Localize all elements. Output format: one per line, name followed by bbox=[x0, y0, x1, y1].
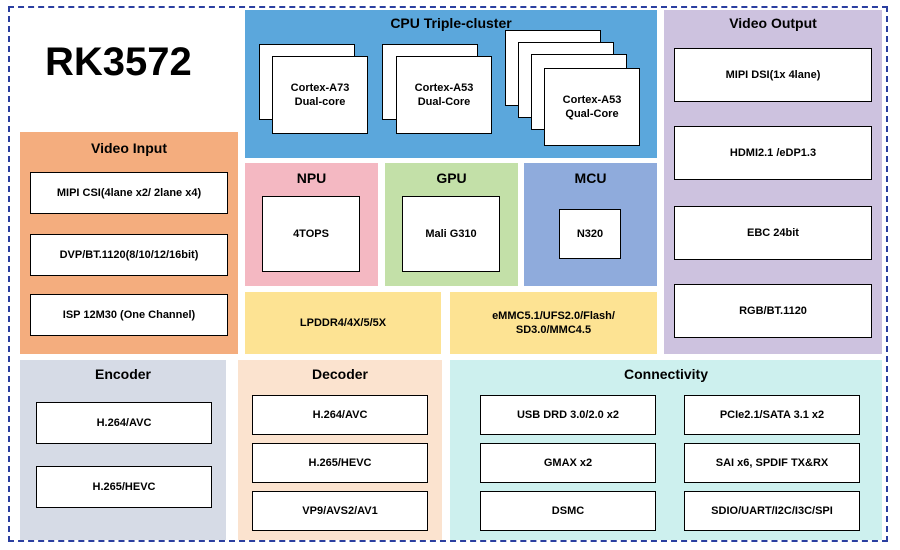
decoder-title: Decoder bbox=[311, 366, 369, 382]
gpu-value: Mali G310 bbox=[402, 196, 500, 272]
cpu-core-name: Cortex-A53 bbox=[562, 94, 622, 106]
connectivity-item: SAI x6, SPDIF TX&RX bbox=[684, 443, 860, 483]
cpu-core-name: Cortex-A73 bbox=[290, 82, 350, 94]
gpu-title: GPU bbox=[436, 170, 467, 186]
cpu-core-config: Qual-Core bbox=[565, 108, 619, 120]
video-output-item: HDMI2.1 /eDP1.3 bbox=[674, 126, 872, 180]
cpu-core-a53-dual: Cortex-A53 Dual-Core bbox=[396, 56, 492, 134]
memory-storage-block: eMMC5.1/UFS2.0/Flash/ SD3.0/MMC4.5 bbox=[450, 292, 657, 354]
mcu-value: N320 bbox=[559, 209, 621, 259]
connectivity-item: USB DRD 3.0/2.0 x2 bbox=[480, 395, 656, 435]
memory-storage-line: eMMC5.1/UFS2.0/Flash/ bbox=[492, 310, 615, 322]
npu-title: NPU bbox=[296, 170, 327, 186]
video-output-title: Video Output bbox=[729, 15, 817, 31]
video-output-item: MIPI DSI(1x 4lane) bbox=[674, 48, 872, 102]
decoder-item: H.265/HEVC bbox=[252, 443, 428, 483]
connectivity-title: Connectivity bbox=[623, 366, 708, 382]
cpu-core-config: Dual-core bbox=[294, 96, 346, 108]
video-output-block: Video Output MIPI DSI(1x 4lane) HDMI2.1 … bbox=[664, 10, 882, 354]
diagram-frame bbox=[8, 6, 888, 542]
decoder-item: VP9/AVS2/AV1 bbox=[252, 491, 428, 531]
mcu-block: MCU N320 bbox=[524, 163, 657, 286]
video-input-block: Video Input MIPI CSI(4lane x2/ 2lane x4)… bbox=[20, 132, 238, 354]
connectivity-item: GMAX x2 bbox=[480, 443, 656, 483]
cpu-core-config: Dual-Core bbox=[417, 96, 471, 108]
connectivity-item: SDIO/UART/I2C/I3C/SPI bbox=[684, 491, 860, 531]
encoder-title: Encoder bbox=[94, 366, 151, 382]
cpu-core-name: Cortex-A53 bbox=[414, 82, 474, 94]
memory-ram-block: LPDDR4/4X/5/5X bbox=[245, 292, 441, 354]
video-input-item: ISP 12M30 (One Channel) bbox=[30, 294, 228, 336]
cpu-title: CPU Triple-cluster bbox=[390, 15, 512, 31]
memory-storage-line: SD3.0/MMC4.5 bbox=[515, 324, 592, 336]
mcu-title: MCU bbox=[574, 170, 607, 186]
connectivity-block: Connectivity USB DRD 3.0/2.0 x2 GMAX x2 … bbox=[450, 360, 882, 540]
encoder-block: Encoder H.264/AVC H.265/HEVC bbox=[20, 360, 226, 540]
cpu-block: CPU Triple-cluster Cortex-A73 Dual-core … bbox=[245, 10, 657, 158]
cpu-core-a73: Cortex-A73 Dual-core bbox=[272, 56, 368, 134]
decoder-block: Decoder H.264/AVC H.265/HEVC VP9/AVS2/AV… bbox=[238, 360, 442, 540]
video-output-item: EBC 24bit bbox=[674, 206, 872, 260]
decoder-item: H.264/AVC bbox=[252, 395, 428, 435]
connectivity-item: PCIe2.1/SATA 3.1 x2 bbox=[684, 395, 860, 435]
connectivity-item: DSMC bbox=[480, 491, 656, 531]
chip-name: RK3572 bbox=[45, 40, 192, 84]
npu-value: 4TOPS bbox=[262, 196, 360, 272]
video-input-item: DVP/BT.1120(8/10/12/16bit) bbox=[30, 234, 228, 276]
encoder-item: H.264/AVC bbox=[36, 402, 212, 444]
cpu-core-a53-quad: Cortex-A53 Qual-Core bbox=[544, 68, 640, 146]
video-input-item: MIPI CSI(4lane x2/ 2lane x4) bbox=[30, 172, 228, 214]
encoder-item: H.265/HEVC bbox=[36, 466, 212, 508]
gpu-block: GPU Mali G310 bbox=[385, 163, 518, 286]
video-output-item: RGB/BT.1120 bbox=[674, 284, 872, 338]
npu-block: NPU 4TOPS bbox=[245, 163, 378, 286]
video-input-title: Video Input bbox=[91, 140, 167, 156]
